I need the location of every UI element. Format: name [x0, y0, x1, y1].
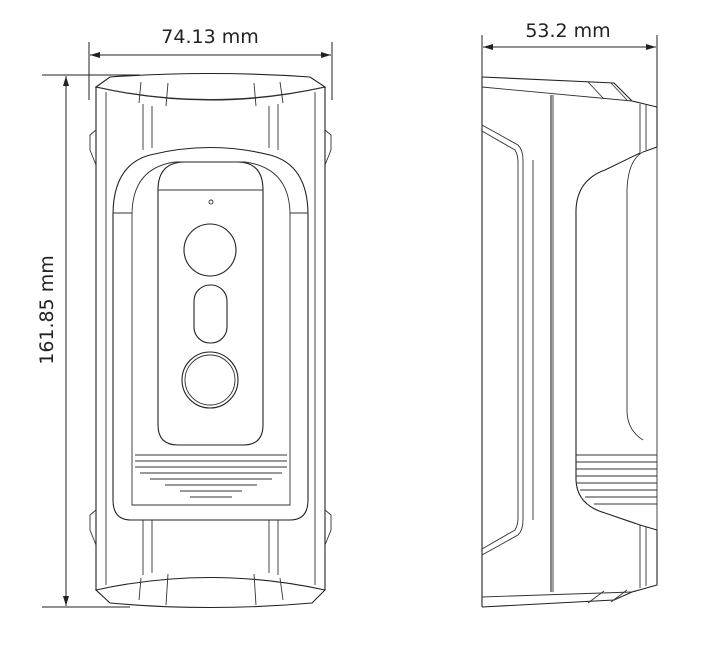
side-depth-label: 53.2 mm [525, 20, 610, 42]
speaker-grille [135, 454, 287, 498]
light-sensor [193, 284, 228, 344]
front-width-dimension: 74.13 mm [88, 26, 333, 100]
side-depth-dimension: 53.2 mm [481, 20, 658, 108]
side-speaker-grille [576, 454, 657, 505]
camera-lens [183, 223, 237, 277]
front-view [89, 72, 332, 609]
front-width-label: 74.13 mm [161, 26, 258, 48]
front-height-label: 161.85 mm [36, 255, 58, 365]
side-view [481, 76, 658, 608]
call-button [181, 351, 239, 409]
front-height-dimension: 161.85 mm [36, 74, 140, 608]
microphone-hole [208, 199, 214, 205]
